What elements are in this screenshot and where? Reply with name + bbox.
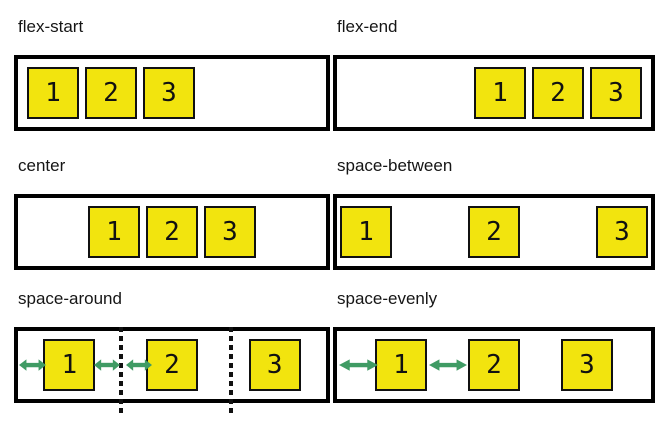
flex-item-2: 2 bbox=[468, 339, 520, 391]
flex-item-1: 1 bbox=[43, 339, 96, 391]
flex-item-3: 3 bbox=[590, 67, 642, 119]
flex-item-2: 2 bbox=[85, 67, 137, 119]
flex-item-3: 3 bbox=[561, 339, 613, 391]
flex-item-1: 1 bbox=[375, 339, 427, 391]
gap-arrow-icon bbox=[126, 359, 152, 371]
panel-label-space-evenly: space-evenly bbox=[337, 289, 438, 308]
gap-arrow-icon bbox=[19, 359, 46, 371]
panel-space-around: space-around 1 2 3 bbox=[14, 270, 330, 413]
gap-arrow-icon bbox=[429, 359, 467, 371]
flex-container-flex-end: 1 2 3 bbox=[333, 55, 655, 131]
dotted-divider bbox=[229, 327, 233, 413]
flex-item-1: 1 bbox=[340, 206, 392, 258]
gap-arrow-icon bbox=[94, 359, 120, 371]
flex-item-1: 1 bbox=[88, 206, 140, 258]
flex-item-1: 1 bbox=[474, 67, 526, 119]
flex-item-3: 3 bbox=[248, 339, 301, 391]
flex-item-2: 2 bbox=[532, 67, 584, 119]
panel-label-space-between: space-between bbox=[337, 156, 453, 175]
flex-container-space-around: 1 2 3 bbox=[14, 327, 330, 413]
flex-item-3: 3 bbox=[143, 67, 195, 119]
flex-item-1: 1 bbox=[27, 67, 79, 119]
flex-container-space-between: 1 2 3 bbox=[333, 194, 655, 270]
panel-label-flex-start: flex-start bbox=[18, 17, 84, 36]
flex-item-3: 3 bbox=[204, 206, 256, 258]
panel-flex-start: flex-start 1 2 3 bbox=[14, 16, 330, 131]
panel-label-flex-end: flex-end bbox=[337, 17, 398, 36]
panel-flex-end: flex-end 1 2 3 bbox=[333, 16, 655, 131]
panel-space-evenly: space-evenly 1 2 3 bbox=[333, 270, 655, 403]
panel-label-space-around: space-around bbox=[18, 289, 122, 308]
flex-container-center: 1 2 3 bbox=[14, 194, 330, 270]
dotted-divider bbox=[119, 327, 123, 413]
panel-grid: flex-start 1 2 3 flex-end 1 2 3 center 1… bbox=[14, 16, 655, 413]
flex-item-2: 2 bbox=[468, 206, 520, 258]
panel-center: center 1 2 3 bbox=[14, 131, 330, 270]
flex-item-2: 2 bbox=[145, 339, 198, 391]
flex-container-space-evenly: 1 2 3 bbox=[333, 327, 655, 403]
flex-container-flex-start: 1 2 3 bbox=[14, 55, 330, 131]
panel-label-center: center bbox=[18, 156, 66, 175]
flex-item-2: 2 bbox=[146, 206, 198, 258]
panel-space-between: space-between 1 2 3 bbox=[333, 131, 655, 270]
flex-item-3: 3 bbox=[596, 206, 648, 258]
gap-arrow-icon bbox=[339, 359, 378, 371]
